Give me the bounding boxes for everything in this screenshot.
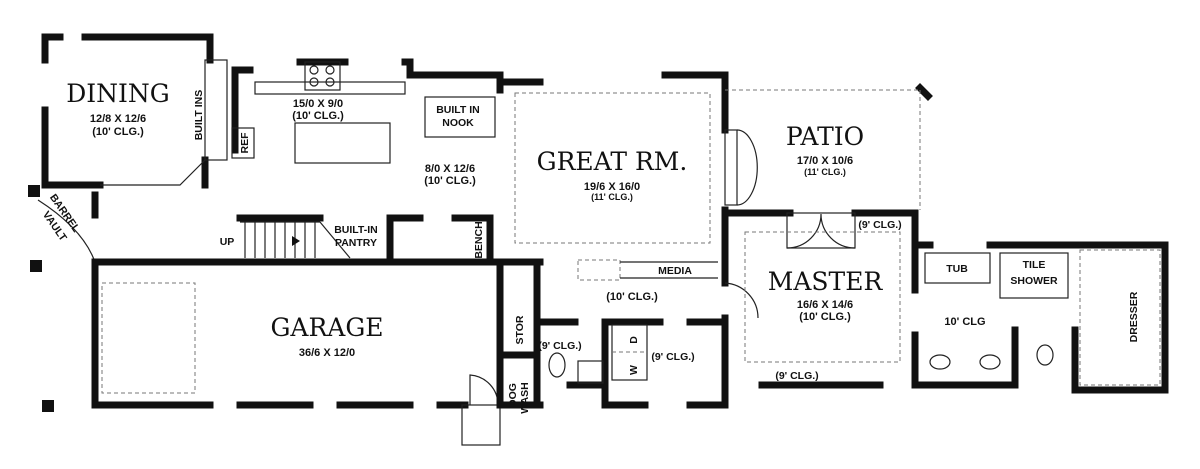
nook-label-2: NOOK bbox=[442, 117, 474, 129]
up-label: UP bbox=[220, 236, 235, 248]
garage-name: GARAGE bbox=[270, 313, 383, 342]
kitchen-size: 15/0 X 9/0 bbox=[293, 98, 343, 110]
great-room-name: GREAT RM. bbox=[537, 147, 688, 176]
great-room-ceiling: (11' CLG.) bbox=[591, 192, 633, 202]
dryer-label: D bbox=[628, 336, 640, 344]
ref-label: REF bbox=[239, 132, 251, 154]
master-ceiling-bottom: (9' CLG.) bbox=[775, 370, 818, 382]
powder-ceiling: (9' CLG.) bbox=[538, 340, 581, 352]
nook-label-1: BUILT IN bbox=[436, 104, 480, 116]
stor-label: STOR bbox=[514, 315, 526, 344]
laundry-ceiling: (9' CLG.) bbox=[651, 351, 694, 363]
media-label: MEDIA bbox=[658, 265, 692, 277]
walls bbox=[28, 33, 1169, 446]
patio-name: PATIO bbox=[786, 122, 864, 151]
pantry-label-2: PANTRY bbox=[335, 237, 377, 249]
bench-label: BENCH bbox=[473, 221, 485, 258]
patio-size: 17/0 X 10/6 bbox=[797, 155, 853, 167]
dining-name: DINING bbox=[66, 79, 170, 108]
dresser-label: DRESSER bbox=[1128, 291, 1140, 342]
tub-label: TUB bbox=[946, 263, 968, 275]
wash-label: WASH bbox=[519, 382, 531, 414]
master-ceiling-top: (9' CLG.) bbox=[858, 219, 901, 231]
washer-label: W bbox=[628, 365, 640, 375]
hall-ceiling: (10' CLG.) bbox=[424, 175, 476, 187]
built-ins-label: BUILT INS bbox=[193, 90, 205, 141]
master-name: MASTER bbox=[768, 267, 884, 296]
garage-size: 36/6 X 12/0 bbox=[299, 347, 355, 359]
dining-size: 12/8 X 12/6 bbox=[90, 113, 146, 125]
dining-ceiling: (10' CLG.) bbox=[92, 126, 144, 138]
pantry-label-1: BUILT-IN bbox=[334, 224, 378, 236]
tile-label: TILE bbox=[1023, 259, 1046, 271]
media-area-ceiling: (10' CLG.) bbox=[606, 291, 658, 303]
master-ceiling: (10' CLG.) bbox=[799, 311, 851, 323]
patio-ceiling: (11' CLG.) bbox=[804, 167, 846, 177]
shower-label: SHOWER bbox=[1010, 275, 1058, 287]
master-bath-ceiling: 10' CLG bbox=[944, 316, 985, 328]
master-size: 16/6 X 14/6 bbox=[797, 299, 853, 311]
hall-size: 8/0 X 12/6 bbox=[425, 163, 475, 175]
great-room-size: 19/6 X 16/0 bbox=[584, 181, 640, 193]
kitchen-ceiling: (10' CLG.) bbox=[292, 110, 344, 122]
dog-label: DOG bbox=[507, 383, 519, 407]
